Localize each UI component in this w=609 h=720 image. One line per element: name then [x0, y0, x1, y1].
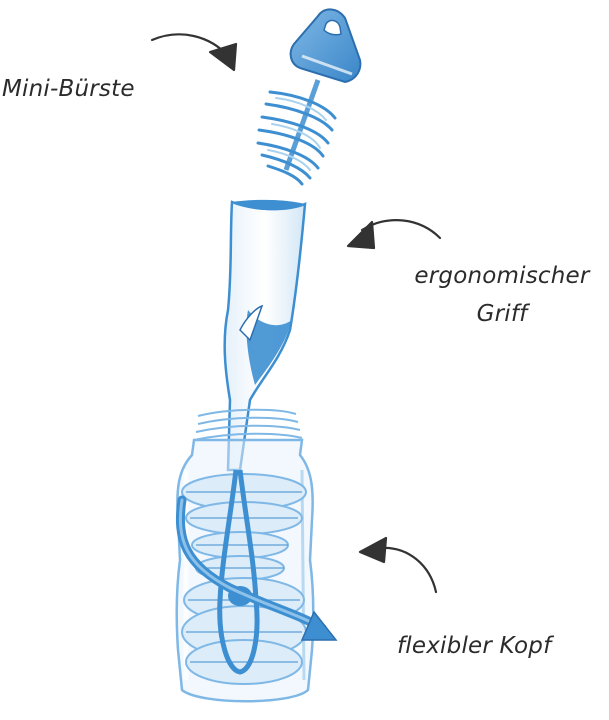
mini-brush [256, 8, 362, 186]
label-grip-line2: Griff [476, 301, 528, 327]
label-ergonomic-grip: ergonomischer Griff [396, 257, 608, 333]
label-flexible-head: flexibler Kopf [397, 633, 552, 659]
mini-brush-bristles [256, 90, 337, 186]
grip-insert [246, 310, 292, 385]
baby-bottle [175, 408, 315, 703]
twist-arrow-icon [175, 495, 338, 641]
brush-handle [223, 199, 307, 472]
label-mini-brush: Mini-Bürste [2, 76, 135, 102]
curved-arrow-icon [358, 536, 438, 594]
label-grip-line1: ergonomischer [414, 263, 590, 289]
curved-arrow-icon [346, 219, 442, 250]
mini-brush-cap [289, 8, 362, 84]
curved-arrow-icon [150, 33, 238, 72]
